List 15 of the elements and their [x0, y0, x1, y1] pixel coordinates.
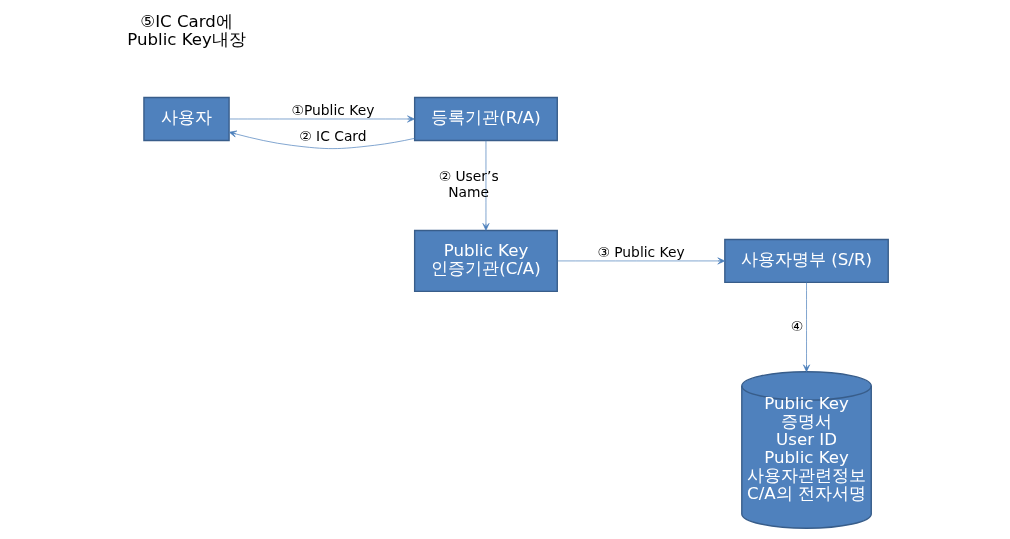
- arrow: [556, 257, 726, 265]
- edge-label: ①Public Key: [291, 101, 375, 118]
- node-box: 사용자: [143, 96, 230, 142]
- edge-label: ④: [790, 317, 804, 334]
- arrow: [229, 130, 415, 149]
- edge-label: ③ Public Key: [597, 243, 685, 260]
- arrow: [803, 282, 810, 373]
- edge-label: ② IC Card: [299, 128, 367, 145]
- arrow: [228, 115, 415, 123]
- node-box: 사용자명부 (S/R): [724, 238, 889, 284]
- node-box: 등록기관(R/A): [413, 96, 558, 142]
- node-box: Public Key 인증기관(C/A): [413, 229, 558, 293]
- arrow: [482, 140, 490, 231]
- label: ⑤IC Card에 Public Key내장: [127, 12, 246, 50]
- edge-label: ② User’s Name: [438, 168, 499, 200]
